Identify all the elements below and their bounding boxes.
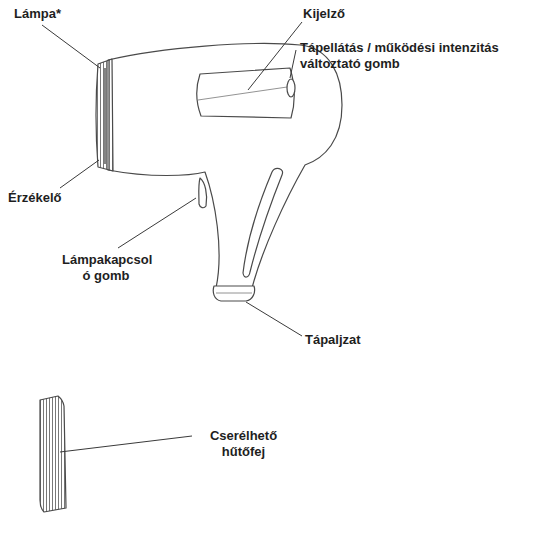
leader-line xyxy=(290,50,296,78)
part-label: Lámpakapcsol ó gomb xyxy=(62,252,150,284)
power-socket xyxy=(213,286,254,301)
leader-line xyxy=(60,160,99,188)
cooling-head xyxy=(40,396,66,512)
grip-panel xyxy=(243,168,283,277)
part-label: Lámpa* xyxy=(14,6,61,22)
power-button xyxy=(287,79,295,97)
display xyxy=(197,68,295,118)
leader-line xyxy=(118,198,196,248)
leader-line xyxy=(60,436,192,452)
part-label: Érzékelő xyxy=(8,190,61,206)
leader-line xyxy=(246,302,302,336)
part-label: Cserélhető hűtőfej xyxy=(196,428,291,460)
device-body xyxy=(108,43,342,288)
part-label: Tápaljzat xyxy=(305,332,361,348)
lamp-button xyxy=(199,178,207,208)
part-label: Kijelző xyxy=(303,6,345,22)
part-label: Tápellátás / működési intenzitás változt… xyxy=(300,40,515,72)
leader-line xyxy=(42,25,100,68)
sensor-edge xyxy=(104,68,105,164)
leader-line xyxy=(248,22,302,90)
lamp-ring xyxy=(96,59,113,171)
